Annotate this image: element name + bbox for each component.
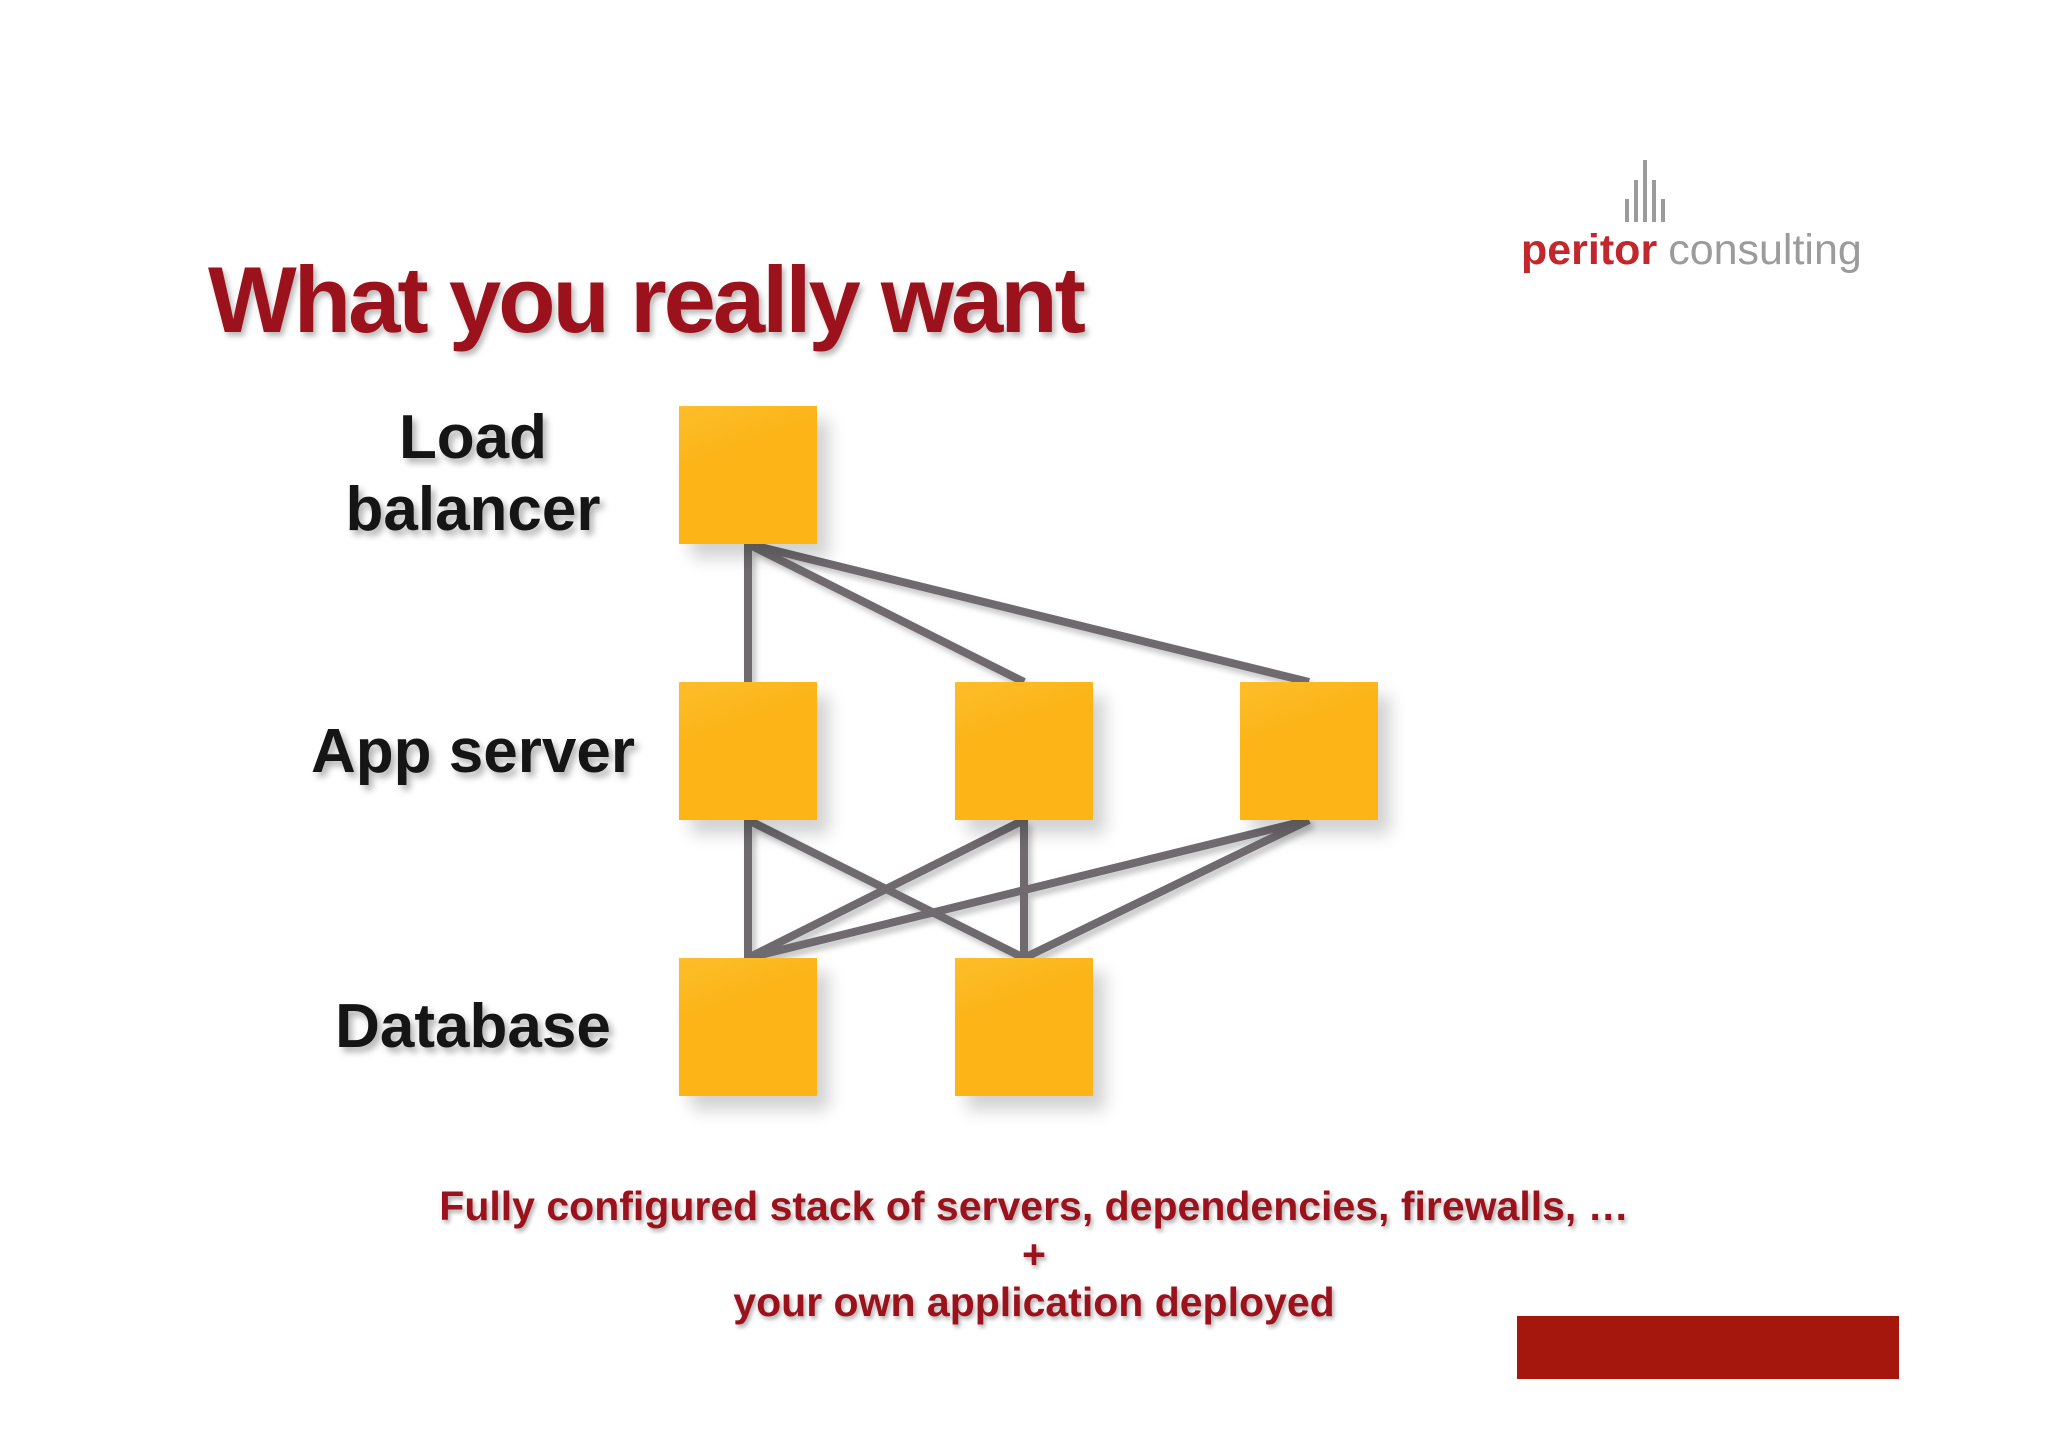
- caption-line-1: Fully configured stack of servers, depen…: [439, 1183, 1629, 1229]
- app-server-node-app-2: [955, 682, 1093, 820]
- database-node-db-1: [679, 958, 817, 1096]
- edge-app-3-db-1: [747, 816, 1310, 962]
- tier-label-app-server: App server: [311, 717, 635, 786]
- edge-app-3-db-2: [1022, 816, 1311, 962]
- edge-lb-1-app-2: [746, 540, 1026, 686]
- equalizer-bar: [1652, 180, 1656, 222]
- logo-brand-name: peritor: [1521, 226, 1658, 274]
- equalizer-bar: [1634, 180, 1638, 222]
- edge-app-2-db-1: [746, 816, 1026, 962]
- caption: Fully configured stack of servers, depen…: [10, 1182, 2048, 1326]
- load-balancer-node-lb-1: [679, 406, 817, 544]
- caption-line-3: your own application deployed: [733, 1279, 1335, 1325]
- footer-accent-bar: [1517, 1316, 1899, 1379]
- tier-label-load-balancer: Load balancer: [345, 403, 601, 544]
- equalizer-bar: [1625, 199, 1629, 222]
- edge-lb-1-app-3: [747, 540, 1310, 686]
- caption-line-2: +: [1022, 1231, 1046, 1277]
- equalizer-bar: [1643, 160, 1647, 222]
- page-title: What you really want: [208, 246, 1086, 352]
- app-server-node-app-3: [1240, 682, 1378, 820]
- tier-label-database: Database: [335, 992, 611, 1061]
- equalizer-bars-icon: [1625, 158, 1665, 222]
- equalizer-bar: [1661, 199, 1665, 222]
- app-server-node-app-1: [679, 682, 817, 820]
- logo-suffix: consulting: [1668, 226, 1862, 274]
- database-node-db-2: [955, 958, 1093, 1096]
